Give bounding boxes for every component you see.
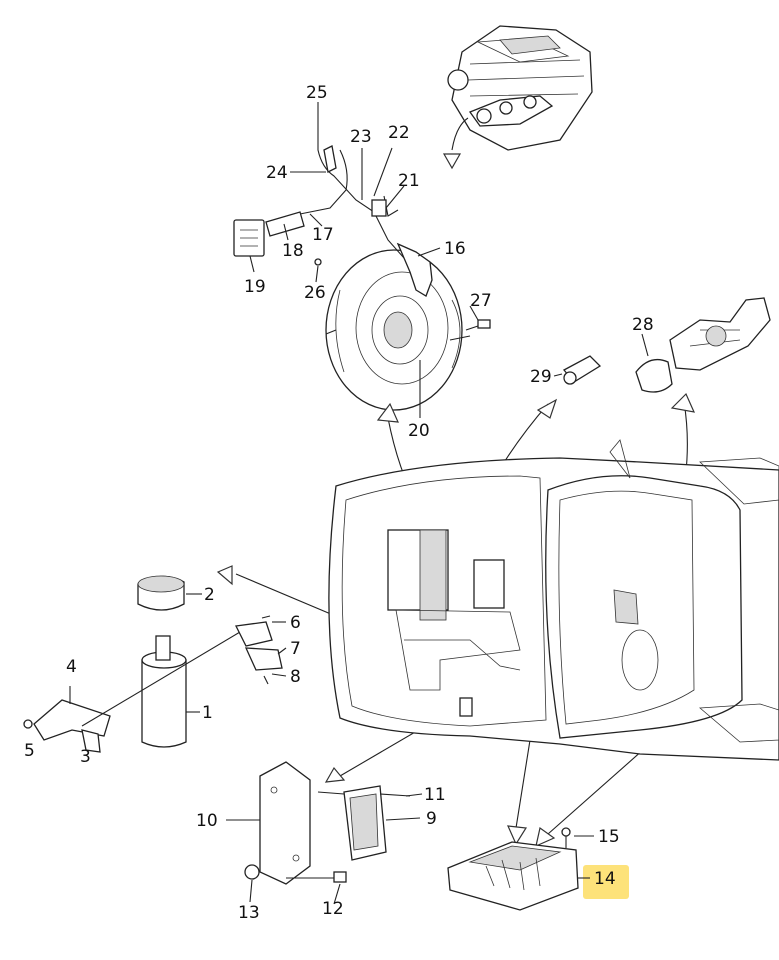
callout-17: 17 — [312, 225, 334, 245]
callout-8: 8 — [290, 667, 301, 687]
callout-22: 22 — [388, 123, 410, 143]
callout-12: 12 — [322, 899, 344, 919]
ecu-part-14 — [447, 827, 579, 911]
flywheel-sensor-assembly — [233, 128, 491, 411]
callout-7: 7 — [290, 639, 301, 659]
callout-19: 19 — [244, 277, 266, 297]
car-body-illustration — [328, 439, 779, 761]
sensor-part-29 — [562, 355, 602, 385]
callout-14: 14 — [594, 869, 616, 889]
callout-24: 24 — [266, 163, 288, 183]
callout-18: 18 — [282, 241, 304, 261]
callout-1: 1 — [202, 703, 213, 723]
engine-illustration — [442, 25, 593, 170]
distributor-part-28 — [635, 297, 771, 393]
callout-14-highlight — [583, 865, 629, 899]
callout-labels: 1 2 3 4 5 6 7 8 9 10 11 12 13 14 15 16 1… — [24, 83, 654, 923]
callout-28: 28 — [632, 315, 654, 335]
callout-10: 10 — [196, 811, 218, 831]
ignition-coil-group — [23, 575, 283, 753]
callout-26: 26 — [304, 283, 326, 303]
callout-4: 4 — [66, 657, 77, 677]
callout-27: 27 — [470, 291, 492, 311]
callout-6: 6 — [290, 613, 301, 633]
callout-29: 29 — [530, 367, 552, 387]
callout-11: 11 — [424, 785, 446, 805]
control-unit-group — [244, 761, 411, 885]
callout-16: 16 — [444, 239, 466, 259]
callout-13: 13 — [238, 903, 260, 923]
callout-3: 3 — [80, 747, 91, 767]
callout-2: 2 — [204, 585, 215, 605]
callout-20: 20 — [408, 421, 430, 441]
leader-lines — [186, 102, 649, 905]
callout-5: 5 — [24, 741, 35, 761]
callout-21: 21 — [398, 171, 420, 191]
callout-9: 9 — [426, 809, 437, 829]
callout-25: 25 — [306, 83, 328, 103]
callout-15: 15 — [598, 827, 620, 847]
callout-23: 23 — [350, 127, 372, 147]
